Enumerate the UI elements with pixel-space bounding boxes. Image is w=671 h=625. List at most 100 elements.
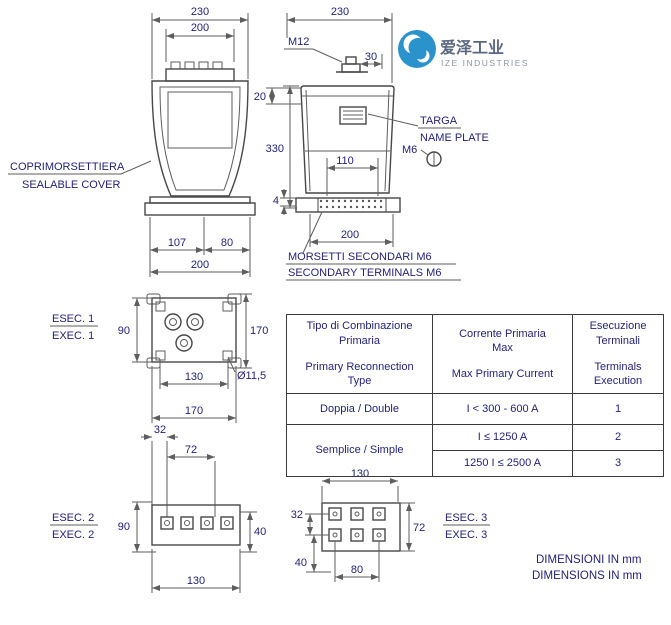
- side-dim-330: 330: [266, 143, 284, 155]
- front-dim-inner-width: 200: [191, 22, 209, 34]
- side-inner-dimension: 110: [326, 155, 379, 196]
- front-dim-107: 107: [168, 237, 186, 249]
- front-dim-outer-width: 230: [191, 6, 209, 18]
- exec2-outline: [151, 504, 241, 546]
- terminal-square: [160, 516, 174, 530]
- units-note: DIMENSIONI IN mm DIMENSIONS IN mm: [532, 554, 642, 582]
- targa-leader-line: [367, 113, 419, 127]
- cover-inner-box: [167, 91, 233, 149]
- exec2-title-en: EXEC. 2: [52, 529, 94, 541]
- side-top-dimension: 230: [286, 6, 393, 83]
- exec3-dimensions-sides: 32 40 80 72: [291, 502, 425, 582]
- exec2-dim-90: 90: [118, 521, 130, 533]
- side-dim-110: 110: [336, 155, 354, 167]
- header-current-en: Max Primary Current: [451, 368, 554, 381]
- units-note-en: DIMENSIONS IN mm: [532, 570, 642, 582]
- m12-leader-line: [312, 48, 343, 63]
- base-step: [149, 196, 251, 204]
- terminal-square: [200, 516, 214, 530]
- front-view-dimensions: 230 200: [151, 6, 249, 79]
- cover-leader-line: [120, 160, 152, 175]
- exec3-title-en: EXEC. 3: [445, 529, 487, 541]
- exec1-dim-dia: Ø11,5: [237, 370, 266, 382]
- corner-tab: [227, 293, 242, 305]
- front-bottom-dimensions: 107 80 200: [149, 217, 251, 277]
- corner-hole: [155, 350, 166, 361]
- exec3-body: [321, 502, 401, 552]
- exec3-dim-40: 40: [295, 557, 307, 569]
- front-view: 230 200 COPRIMORSETTIERA SEALABLE COVER: [8, 6, 256, 277]
- header-type-it: Tipo di Combinazione Primaria: [306, 320, 413, 347]
- header-execution-en: Terminals Execution: [593, 361, 643, 388]
- terminal-square: [328, 528, 342, 542]
- targa-label-en: NAME PLATE: [420, 132, 489, 144]
- terminal-square: [372, 528, 386, 542]
- exec2-view: ESEC. 2 EXEC. 2 32 72: [50, 424, 266, 593]
- exec1-title-en: EXEC. 1: [52, 330, 94, 342]
- exec3-view: 130 32 40 80: [291, 468, 490, 582]
- header-execution-it: Esecuzione Terminali: [589, 320, 647, 347]
- exec1-body: [151, 297, 237, 363]
- cover-label-en: SEALABLE COVER: [22, 179, 120, 191]
- bolt-body: [341, 63, 361, 73]
- morsetti-label-en: SECONDARY TERMINALS M6: [288, 267, 441, 279]
- exec3-title-it: ESEC. 3: [445, 512, 487, 524]
- m12-label: M12: [288, 36, 309, 48]
- terminal-circle: [164, 313, 182, 331]
- exec1-dim-130: 130: [185, 371, 203, 383]
- exec3-dim-80: 80: [351, 564, 363, 576]
- m6-screw: M6: [402, 144, 442, 167]
- exec2-dim-72: 72: [185, 444, 197, 456]
- terminal-square: [220, 516, 234, 530]
- corner-hole: [155, 301, 166, 312]
- side-view: 230 M12 30 20 330: [254, 6, 489, 281]
- exec3-outline: [321, 502, 401, 552]
- exec2-title-it: ESEC. 2: [52, 512, 94, 524]
- exec2-top-dimensions: 32 72: [141, 424, 216, 517]
- exec3-dim-72: 72: [413, 522, 425, 534]
- front-dim-80: 80: [221, 237, 233, 249]
- exec1-title-it: ESEC. 1: [52, 313, 94, 325]
- exec1-dimensions: 90 170 130 Ø11,5 170: [118, 293, 268, 423]
- terminal-strip: [165, 68, 235, 82]
- cover-outer-profile: [151, 80, 249, 197]
- targa-label-it: TARGA: [420, 115, 458, 127]
- morsetti-label: MORSETTI SECONDARI M6 SECONDARY TERMINAL…: [286, 211, 461, 281]
- cell-exec-2: 2: [572, 424, 664, 451]
- cover-label: COPRIMORSETTIERA SEALABLE COVER: [8, 160, 152, 191]
- hole-dia-leader-line: [227, 356, 236, 373]
- side-dim-200: 200: [341, 229, 359, 241]
- terminal-square: [328, 507, 342, 521]
- corner-hole: [222, 301, 233, 312]
- targa-label: TARGA NAME PLATE: [367, 113, 489, 144]
- cell-type-double: Doppia / Double: [286, 393, 433, 425]
- selection-table: Tipo di Combinazione Primaria Primary Re…: [286, 314, 664, 477]
- header-type-en: Primary Reconnection Type: [305, 361, 414, 388]
- transformer-body-outline: [300, 85, 395, 194]
- front-dim-200: 200: [191, 259, 209, 271]
- corner-tab: [146, 293, 161, 305]
- logo-text-en: IZE INDUSTRIES: [441, 58, 529, 68]
- side-left-dimensions: 20 330: [254, 85, 301, 209]
- cell-current-2: I ≤ 1250 A: [432, 424, 573, 451]
- side-dim-20: 20: [254, 91, 266, 103]
- cell-exec-3: 3: [572, 450, 664, 477]
- logo: 爱泽工业 IZE INDUSTRIES: [398, 30, 529, 68]
- cell-current-3: 1250 I ≤ 2500 A: [432, 450, 573, 477]
- m6-leader-line: [420, 149, 429, 156]
- morsetti-label-it: MORSETTI SECONDARI M6: [288, 251, 432, 263]
- body-outer-profile: [300, 85, 395, 194]
- terminal-square: [350, 507, 364, 521]
- table-row: 1250 I ≤ 2500 A 3: [287, 450, 664, 477]
- cell-type-simple: Semplice / Simple: [286, 424, 433, 477]
- exec1-view: ESEC. 1 EXEC. 1 90: [50, 293, 268, 423]
- header-current-it: Corrente Primaria Max: [459, 327, 546, 354]
- side-dim-4: 4: [273, 195, 279, 207]
- terminal-square: [180, 516, 194, 530]
- exec2-dim-130: 130: [187, 575, 205, 587]
- table-header-current: Corrente Primaria Max Max Primary Curren…: [432, 314, 573, 394]
- bolt-cap: [345, 56, 357, 65]
- table-header-execution: Esecuzione Terminali Terminals Execution: [572, 314, 664, 394]
